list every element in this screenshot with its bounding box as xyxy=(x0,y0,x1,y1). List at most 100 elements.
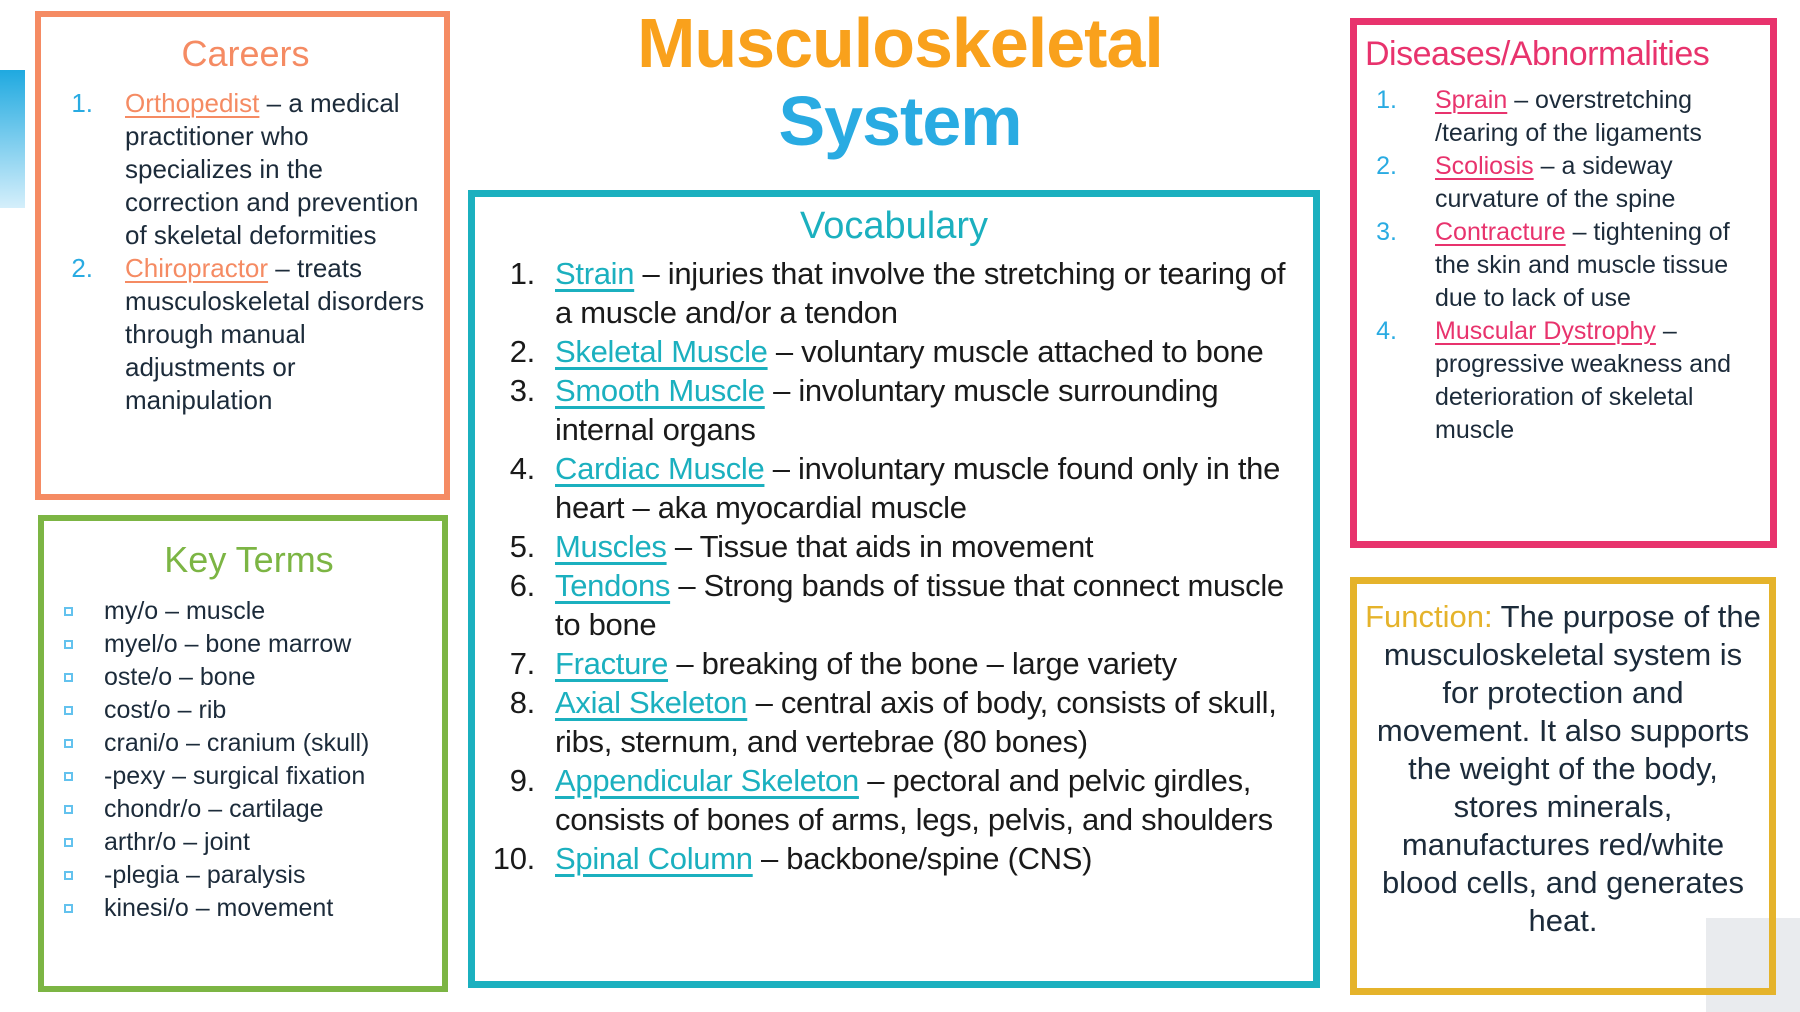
underlined-term: Strain xyxy=(555,256,635,291)
list-item-text: Skeletal Muscle – voluntary muscle attac… xyxy=(555,334,1264,369)
list-item: myel/o – bone marrow xyxy=(64,628,434,661)
vocabulary-box: Vocabulary 1. Strain – injuries that invo… xyxy=(468,190,1320,988)
function-box: Function: The purpose of the musculoskel… xyxy=(1350,577,1776,995)
list-item: 2. Scoliosis – a sideway curvature of the… xyxy=(1365,150,1764,216)
underlined-term: Muscles xyxy=(555,529,667,564)
list-item: 6.Tendons – Strong bands of tissue that … xyxy=(483,566,1305,644)
list-item-text: Spinal Column – backbone/spine (CNS) xyxy=(555,841,1093,876)
list-number: 8. xyxy=(509,685,536,720)
underlined-term: Fracture xyxy=(555,646,669,681)
underlined-term: Contracture xyxy=(1435,218,1566,246)
list-item-text: Muscles – Tissue that aids in movement xyxy=(555,529,1094,564)
list-item: my/o – muscle xyxy=(64,595,434,628)
list-number: 7. xyxy=(509,646,536,681)
underlined-term: Spinal Column xyxy=(555,841,753,876)
corner-gray-square xyxy=(1706,918,1800,1012)
list-number: 5. xyxy=(509,529,536,564)
list-item-text: Axial Skeleton – central axis of body, c… xyxy=(555,685,1277,759)
underlined-term: Axial Skeleton xyxy=(555,685,748,720)
list-item-text: my/o – muscle xyxy=(104,597,266,625)
careers-box: Careers 1. Orthopedist – a medical practi… xyxy=(35,11,450,500)
underlined-term: Chiropractor xyxy=(125,253,269,283)
list-item-text: oste/o – bone xyxy=(104,663,256,691)
list-item: 5. Muscles – Tissue that aids in movement xyxy=(483,527,1305,566)
list-item-text: Strain – injuries that involve the stret… xyxy=(555,256,1286,330)
square-bullet-icon xyxy=(64,640,73,649)
square-bullet-icon xyxy=(64,805,73,814)
list-number: 6. xyxy=(509,568,536,603)
list-item-text: Scoliosis – a sideway curvature of the s… xyxy=(1435,152,1676,213)
list-item-text: -pexy – surgical fixation xyxy=(104,762,366,790)
list-item: 1. Strain – injuries that involve the str… xyxy=(483,254,1305,332)
diseases-title: Diseases/Abnormalities xyxy=(1365,35,1710,73)
underlined-term: Orthopedist xyxy=(125,88,260,118)
list-item-text: Smooth Muscle – involuntary muscle surro… xyxy=(555,373,1219,447)
list-item-text: crani/o – cranium (skull) xyxy=(104,729,370,757)
list-item-text: Orthopedist – a medical practitioner who… xyxy=(125,88,419,250)
careers-title: Careers xyxy=(181,33,310,74)
underlined-term: Appendicular Skeleton xyxy=(555,763,859,798)
list-number: 2. xyxy=(509,334,536,369)
careers-list: 1. Orthopedist – a medical practitioner w… xyxy=(57,87,434,417)
list-item: chondr/o – cartilage xyxy=(64,793,434,826)
list-item: oste/o – bone xyxy=(64,661,434,694)
underlined-term: Smooth Muscle xyxy=(555,373,765,408)
left-edge-gradient-bar xyxy=(0,70,25,208)
list-item-text: cost/o – rib xyxy=(104,696,227,724)
list-number: 2. xyxy=(71,253,93,283)
list-item: 1.Sprain – overstretching /tearing of th… xyxy=(1365,84,1764,150)
list-number: 4. xyxy=(509,451,536,486)
vocabulary-list: 1. Strain – injuries that involve the str… xyxy=(483,254,1305,878)
function-body: The purpose of the musculoskeletal syste… xyxy=(1376,599,1761,938)
key-terms-title: Key Terms xyxy=(164,539,334,580)
list-item-text: Contracture – tightening of the skin and… xyxy=(1435,218,1730,312)
key-terms-list: my/o – muscle myel/o – bone marrow oste/o … xyxy=(64,595,434,925)
function-label: Function: xyxy=(1365,599,1493,634)
list-item: 3. Contracture – tightening of the skin a… xyxy=(1365,216,1764,315)
list-item: kinesi/o – movement xyxy=(64,892,434,925)
underlined-term: Scoliosis xyxy=(1435,152,1534,180)
list-item: -pexy – surgical fixation xyxy=(64,760,434,793)
list-number: 4. xyxy=(1376,317,1397,345)
function-text: Function: The purpose of the musculoskel… xyxy=(1365,598,1761,940)
list-item-text: Chiropractor – treats musculoskeletal di… xyxy=(125,253,425,415)
list-item-text: arthr/o – joint xyxy=(104,828,250,856)
list-number: 1. xyxy=(1376,86,1397,114)
list-item: 2. Chiropractor – treats musculoskeletal … xyxy=(57,252,434,417)
square-bullet-icon xyxy=(64,739,73,748)
list-item-text: Fracture – breaking of the bone – large … xyxy=(555,646,1177,681)
underlined-term: Muscular Dystrophy xyxy=(1435,317,1656,345)
list-item: 3. Smooth Muscle – involuntary muscle sur… xyxy=(483,371,1305,449)
list-number: 1. xyxy=(509,256,536,291)
list-item-text: kinesi/o – movement xyxy=(104,894,334,922)
list-number: 3. xyxy=(1376,218,1397,246)
list-number: 1. xyxy=(71,88,93,118)
list-number: 2. xyxy=(1376,152,1397,180)
list-item: cost/o – rib xyxy=(64,694,434,727)
underlined-term: Cardiac Muscle xyxy=(555,451,765,486)
list-item-text: myel/o – bone marrow xyxy=(104,630,352,658)
list-item: arthr/o – joint xyxy=(64,826,434,859)
square-bullet-icon xyxy=(64,706,73,715)
list-item: 7. Fracture – breaking of the bone – larg… xyxy=(483,644,1305,683)
list-item-text: Appendicular Skeleton – pectoral and pel… xyxy=(555,763,1273,837)
square-bullet-icon xyxy=(64,772,73,781)
vocabulary-title: Vocabulary xyxy=(799,205,988,247)
list-item-text: Cardiac Muscle – involuntary muscle foun… xyxy=(555,451,1281,525)
list-item-text: chondr/o – cartilage xyxy=(104,795,324,823)
square-bullet-icon xyxy=(64,838,73,847)
list-item: 9. Appendicular Skeleton – pectoral and p… xyxy=(483,761,1305,839)
list-item: 8. Axial Skeleton – central axis of body,… xyxy=(483,683,1305,761)
list-number: 9. xyxy=(509,763,536,798)
list-item-text: Muscular Dystrophy – progressive weaknes… xyxy=(1435,317,1731,444)
list-item: -plegia – paralysis xyxy=(64,859,434,892)
underlined-term: Sprain xyxy=(1435,86,1508,114)
list-number: 3. xyxy=(509,373,536,408)
key-terms-box: Key Terms my/o – muscle myel/o – bone mar… xyxy=(38,515,448,992)
square-bullet-icon xyxy=(64,871,73,880)
underlined-term: Skeletal Muscle xyxy=(555,334,768,369)
title-line2: System xyxy=(778,82,1022,160)
underlined-term: Tendons xyxy=(555,568,671,603)
title-line1: Musculoskeletal xyxy=(637,4,1164,82)
list-number: 10. xyxy=(492,841,536,876)
